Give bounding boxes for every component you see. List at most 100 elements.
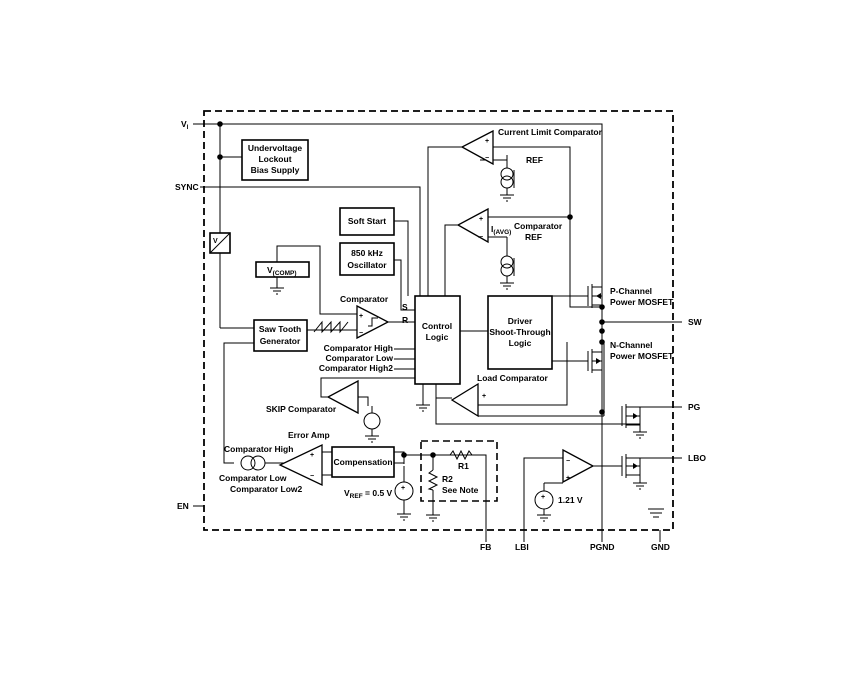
comparator-label: Comparator xyxy=(340,294,389,304)
skip-comparator-label: SKIP Comparator xyxy=(266,404,337,414)
svg-text:+: + xyxy=(310,452,314,459)
pg-mosfet-icon xyxy=(621,404,640,428)
comp-high-out-label: Comparator High xyxy=(224,444,293,454)
oscillator-line2: Oscillator xyxy=(347,260,387,270)
v121-source-icon: + xyxy=(534,483,554,522)
load-comparator-label: Load Comparator xyxy=(477,373,549,383)
ground-icons xyxy=(270,287,664,518)
p-channel-mosfet-icon xyxy=(587,275,603,308)
control-logic-line1: Control xyxy=(422,321,452,331)
driver-line3: Logic xyxy=(509,338,532,348)
r2-label: R2 xyxy=(442,474,453,484)
svg-text:−: − xyxy=(566,458,570,465)
uvlo-line1: Undervoltage xyxy=(248,143,303,153)
oscillator-line1: 850 kHz xyxy=(351,248,383,258)
comp-high-in-label: Comparator High xyxy=(324,343,393,353)
uvlo-line2: Lockout xyxy=(258,154,291,164)
uvlo-block: Undervoltage Lockout Bias Supply xyxy=(241,139,309,181)
skip-voltage-source-icon xyxy=(363,412,381,443)
comp-low2-out-label: Comparator Low2 xyxy=(230,484,303,494)
sync-pin-label: SYNC xyxy=(175,182,199,192)
svg-text:+: + xyxy=(541,494,545,501)
current-source-ref2-icon xyxy=(500,255,515,290)
divider-ground-icon xyxy=(426,514,440,522)
iavg-label: I(AVG) xyxy=(491,224,511,236)
oscillator-block: 850 kHz Oscillator xyxy=(339,242,395,276)
svg-text:+: + xyxy=(359,313,363,320)
svg-text:−: − xyxy=(359,330,363,337)
svg-text:−: − xyxy=(479,234,483,241)
svg-text:+: + xyxy=(482,393,486,400)
load-comparator-icon: + xyxy=(450,382,486,418)
current-limit-comparator-icon: + − xyxy=(460,129,494,166)
r1-label: R1 xyxy=(458,461,469,471)
gnd-pin-label: GND xyxy=(651,542,670,552)
junction-dots xyxy=(217,121,605,458)
driver-block: Driver Shoot-Through Logic xyxy=(487,295,553,370)
pg-pin-label: PG xyxy=(688,402,701,412)
driver-line1: Driver xyxy=(508,316,533,326)
lbo-mosfet-icon xyxy=(618,454,640,478)
nch-line1: N-Channel xyxy=(610,340,653,350)
external-divider-box xyxy=(420,440,498,502)
r2-resistor-icon xyxy=(427,469,439,491)
see-note-label: See Note xyxy=(442,485,479,495)
fb-pin-label: FB xyxy=(480,542,491,552)
svg-text:+: + xyxy=(479,216,483,223)
r1-resistor-icon xyxy=(449,449,480,461)
pwm-comparator-icon: + − xyxy=(356,304,390,340)
lbi-comparator-icon: − + xyxy=(562,448,595,484)
uvlo-line3: Bias Supply xyxy=(251,165,300,175)
svg-text:+: + xyxy=(485,138,489,145)
svg-text:+: + xyxy=(566,475,570,482)
r-input-label: R xyxy=(402,315,408,325)
driver-line2: Shoot-Through xyxy=(489,327,550,337)
svg-text:−: − xyxy=(485,155,489,162)
current-limit-comparator-label: Current Limit Comparator xyxy=(498,127,603,137)
s-input-label: S xyxy=(402,302,408,312)
skip-comparator-icon xyxy=(326,379,359,415)
current-sense-transformer-icon xyxy=(240,455,280,471)
sawtooth-waveform-icon xyxy=(313,320,349,334)
pgnd-pin-label: PGND xyxy=(590,542,615,552)
lbi-pin-label: LBI xyxy=(515,542,529,552)
vcomp-label: V(COMP) xyxy=(267,265,297,277)
vref-label: VREF = 0.5 V xyxy=(344,488,393,500)
nch-line2: Power MOSFET xyxy=(610,351,674,361)
control-logic-line2: Logic xyxy=(426,332,449,342)
pch-line1: P-Channel xyxy=(610,286,652,296)
lbo-pin-label: LBO xyxy=(688,453,706,463)
saw-tooth-line1: Saw Tooth xyxy=(259,324,301,334)
svg-text:V: V xyxy=(213,238,218,245)
svg-text:−: − xyxy=(310,473,314,480)
en-pin-label: EN xyxy=(177,501,189,511)
v121-label: 1.21 V xyxy=(558,495,583,505)
ic-boundary xyxy=(203,110,674,531)
svg-text:+: + xyxy=(401,485,405,492)
comp-low-in-label: Comparator Low xyxy=(325,353,393,363)
ref1-label: REF xyxy=(526,155,543,165)
current-source-ref1-icon xyxy=(500,167,515,202)
comp-high2-in-label: Comparator High2 xyxy=(319,363,393,373)
error-amp-label: Error Amp xyxy=(288,430,330,440)
vi-converter-block: V xyxy=(209,232,231,254)
error-amp-icon: + − xyxy=(278,443,323,487)
vi-pin-label: VI xyxy=(181,119,189,131)
vref-source-icon: + xyxy=(394,481,414,521)
saw-tooth-line2: Generator xyxy=(260,336,301,346)
n-channel-mosfet-icon xyxy=(587,349,602,373)
control-logic-block: Control Logic xyxy=(414,295,461,385)
compensation-label: Compensation xyxy=(333,457,392,467)
comparator-ref-label: Comparator xyxy=(514,221,563,231)
vcomp-block: V(COMP) xyxy=(255,261,310,278)
sw-pin-label: SW xyxy=(688,317,703,327)
iavg-comparator-icon: + − xyxy=(456,207,489,244)
pch-line2: Power MOSFET xyxy=(610,297,674,307)
soft-start-label: Soft Start xyxy=(348,216,386,226)
compensation-block: Compensation xyxy=(331,446,395,478)
ref2-label: REF xyxy=(525,232,542,242)
comp-low-out-label: Comparator Low xyxy=(219,473,287,483)
soft-start-block: Soft Start xyxy=(339,207,395,236)
saw-tooth-generator-block: Saw Tooth Generator xyxy=(253,319,308,352)
